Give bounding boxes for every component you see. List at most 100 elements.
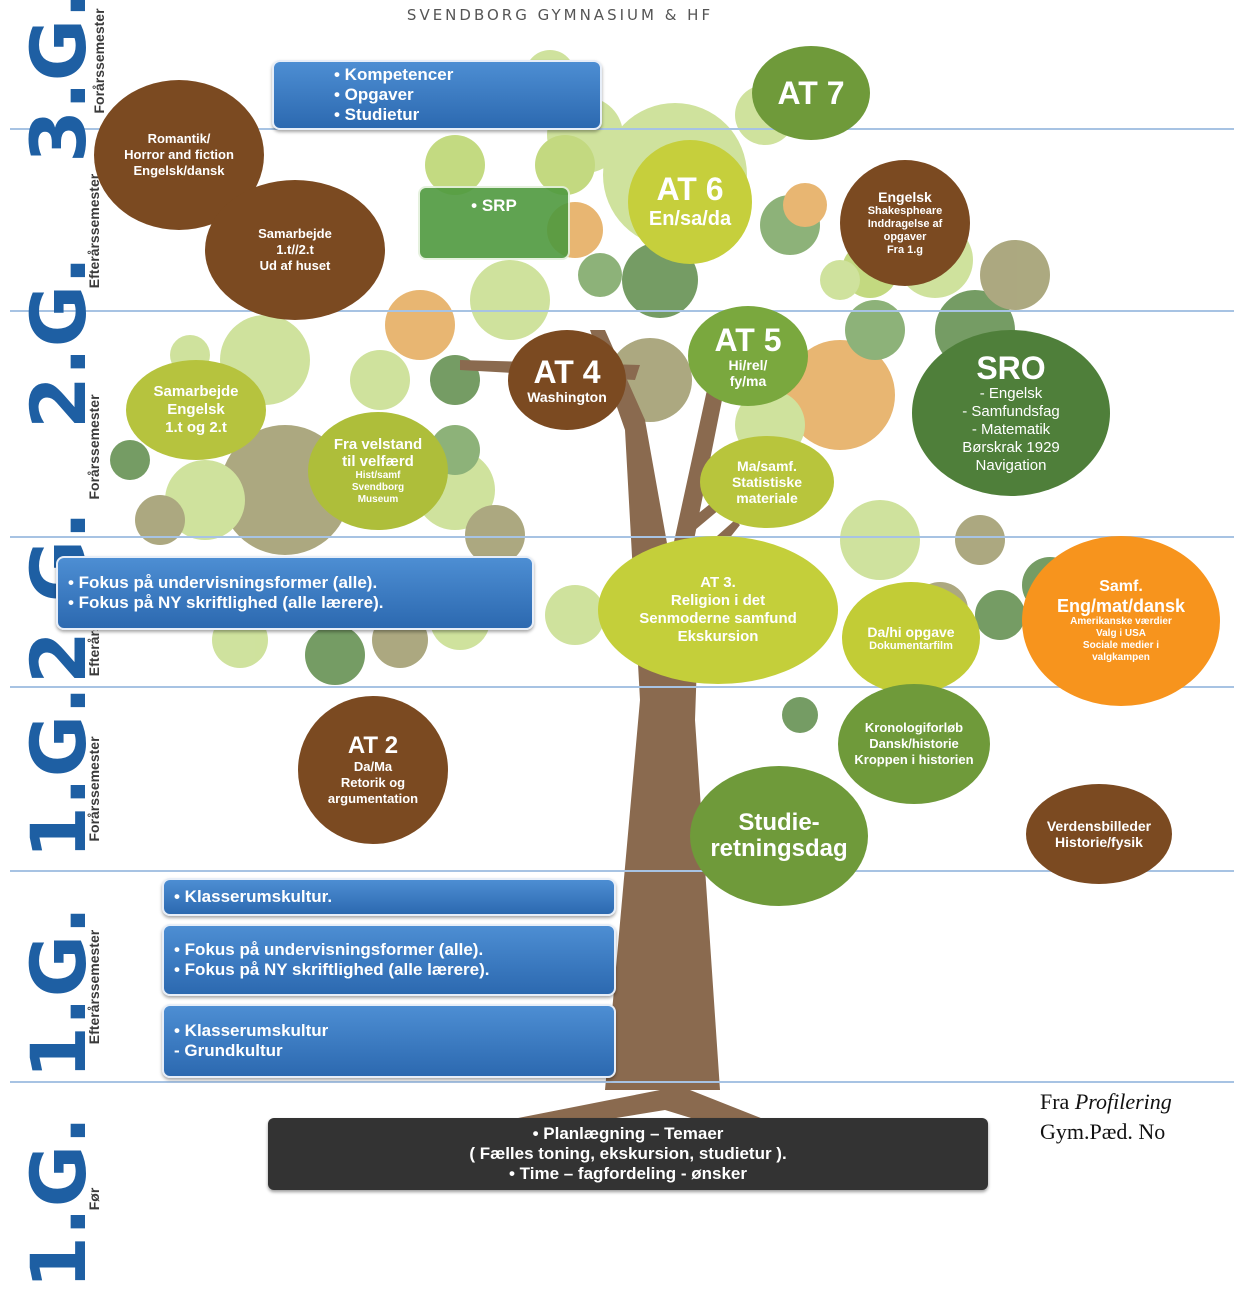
bubble-line: En/sa/da <box>648 208 732 230</box>
box-line: • Fokus på NY skriftlighed (alle lærere)… <box>174 960 490 979</box>
bubble-line: til velfærd <box>342 453 414 470</box>
at5-bubble: AT 5 Hi/rel/ fy/ma <box>688 306 808 406</box>
box-line: • Fokus på undervisningsformer (alle). <box>68 573 378 592</box>
row-divider <box>10 536 1234 538</box>
engelsk-bubble: Engelsk Shakespheare Inddragelse af opga… <box>840 160 970 286</box>
box-line: • Fokus på NY skriftlighed (alle lærere)… <box>68 593 384 612</box>
bubble-title: AT 6 <box>656 171 724 207</box>
source-caption: Fra Profilering Gym.Pæd. No <box>1040 1087 1234 1147</box>
box-line: ( Fælles toning, ekskursion, studietur )… <box>469 1144 787 1163</box>
bubble-line: Ma/samf. <box>737 458 797 474</box>
bubble-line: Studie- <box>738 809 820 836</box>
bubble-line: Engelsk <box>167 401 225 418</box>
bubble-line: Ud af huset <box>259 258 331 273</box>
samarbejde-3g-bubble: Samarbejde 1.t//2.t Ud af huset <box>205 180 385 320</box>
verdens-bubble: Verdensbilleder Historie/fysik <box>1026 784 1172 884</box>
srp-box: • SRP <box>418 186 570 260</box>
sro-bubble: SRO - Engelsk - Samfundsfag - Matematik … <box>912 330 1110 496</box>
bubble-line: Sociale medier i <box>1082 640 1160 651</box>
grade-label: 3.G. <box>14 0 103 163</box>
box-line: • Klasserumskultur <box>174 1021 329 1040</box>
at7-bubble: AT 7 <box>752 46 870 140</box>
bubble-line: Amerikanske værdier <box>1070 616 1172 627</box>
box-line: • Planlægning – Temaer <box>532 1124 724 1143</box>
box-line: • Time – fagfordeling - ønsker <box>508 1164 748 1183</box>
fokus-2g-box: • Fokus på undervisningsformer (alle). •… <box>56 556 534 630</box>
bubble-line: Statistiske <box>731 474 803 490</box>
box-line: • Kompetencer <box>334 65 454 84</box>
semester-label: Før <box>86 1187 102 1211</box>
bubble-line: Samf. <box>1099 578 1143 595</box>
box-line: • Opgaver <box>334 85 414 104</box>
bubble-line: Da/hi opgave <box>867 623 955 640</box>
samf-bubble: Samf. Eng/mat/dansk Amerikanske værdier … <box>1022 536 1220 706</box>
bubble-title: AT 7 <box>777 75 845 111</box>
bubble-line: Fra 1.g <box>886 244 924 256</box>
bubble-line: Dansk/historie <box>869 736 959 751</box>
bubble-line: - Matematik <box>971 421 1051 438</box>
caption-italic: Profilering <box>1074 1089 1172 1114</box>
klasserum-box: • Klasserumskultur. <box>162 878 616 916</box>
bubble-line: Dokumentarfilm <box>869 639 953 652</box>
bubble-line: valgkampen <box>1092 652 1150 663</box>
bubble-line: Kronologiforløb <box>864 720 964 735</box>
bubble-line: Samarbejde <box>153 383 239 400</box>
school-header: SVENDBORG GYMNASIUM & HF <box>406 6 714 24</box>
bubble-line: Engelsk <box>878 189 932 205</box>
bubble-line: Washington <box>527 389 607 405</box>
bubble-line: Kroppen i historien <box>854 752 974 767</box>
bubble-line: fy/ma <box>729 373 767 389</box>
velstand-bubble: Fra velstand til velfærd Hist/samf Svend… <box>308 412 448 530</box>
da-hi-bubble: Da/hi opgave Dokumentarfilm <box>842 582 980 694</box>
kompetencer-box: • Kompetencer • Opgaver • Studietur <box>272 60 602 130</box>
srp-label: • SRP <box>471 196 517 215</box>
bubble-line: Svendborg <box>351 482 405 493</box>
bubble-title: SRO <box>976 350 1046 386</box>
bubble-line: Retorik og <box>340 775 406 790</box>
kronologi-bubble: Kronologiforløb Dansk/historie Kroppen i… <box>838 684 990 804</box>
bubble-line: Eng/mat/dansk <box>1056 596 1186 616</box>
bubble-line: Børskrak 1929 <box>962 439 1060 456</box>
box-line: • Klasserumskultur. <box>174 887 333 906</box>
samarbejde-2g-bubble: Samarbejde Engelsk 1.t og 2.t <box>126 360 266 460</box>
bubble-line: Fra velstand <box>333 436 423 453</box>
bubble-line: 1.t og 2.t <box>165 419 227 436</box>
studie-bubble: Studie- retningsdag <box>690 766 868 906</box>
caption-prefix: Fra <box>1040 1089 1075 1114</box>
bubble-line: Senmoderne samfund <box>639 610 797 627</box>
bubble-line: Museum <box>357 494 399 505</box>
bubble-line: Religion i det <box>670 592 766 609</box>
bubble-line: retningsdag <box>710 835 848 862</box>
ma-samf-bubble: Ma/samf. Statistiske materiale <box>700 436 834 528</box>
row-divider <box>10 870 1234 872</box>
row-divider <box>10 128 1234 130</box>
planning-box: • Planlægning – Temaer ( Fælles toning, … <box>268 1118 988 1190</box>
row-divider <box>10 686 1234 688</box>
bubble-line: Inddragelse af <box>867 218 943 230</box>
fokus-1g-box: • Fokus på undervisningsformer (alle). •… <box>162 924 616 996</box>
semester-label: Forårssemester <box>86 736 102 842</box>
bubble-line: AT 3. <box>700 574 736 591</box>
bubble-line: Da/Ma <box>353 759 393 774</box>
caption-line: Gym.Pæd. No <box>1040 1119 1166 1144</box>
bubble-line: Engelsk/dansk <box>133 163 225 178</box>
at6-bubble: AT 6 En/sa/da <box>628 140 752 264</box>
bubble-title: AT 5 <box>714 322 782 358</box>
bubble-line: Horror and fiction <box>124 147 234 162</box>
bubble-line: Hi/rel/ <box>728 357 768 373</box>
at3-bubble: AT 3. Religion i det Senmoderne samfund … <box>598 536 838 684</box>
box-line: - Grundkultur <box>174 1041 283 1060</box>
bubble-line: opgaver <box>883 231 927 243</box>
bubble-line: Navigation <box>975 457 1047 474</box>
row-divider <box>10 1081 1234 1083</box>
at4-bubble: AT 4 Washington <box>508 330 626 430</box>
bubble-line: Historie/fysik <box>1055 834 1143 850</box>
semester-label: Efterårssemester <box>86 929 102 1045</box>
bubble-line: Shakespheare <box>867 205 943 217</box>
bubble-line: Hist/samf <box>355 470 401 481</box>
bubble-line: - Engelsk <box>979 385 1043 402</box>
bubble-line: - Samfundsfag <box>962 403 1060 420</box>
bubble-title: AT 2 <box>347 732 399 759</box>
bubble-line: Valg i USA <box>1095 628 1146 639</box>
row-divider <box>10 310 1234 312</box>
